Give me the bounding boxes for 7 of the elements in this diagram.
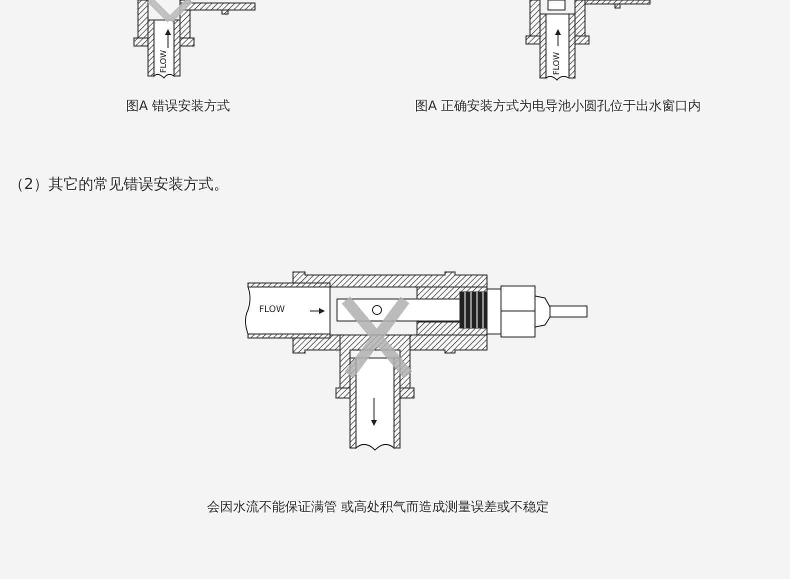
- flow-label: FLOW: [553, 52, 561, 75]
- flow-label: FLOW: [259, 306, 285, 315]
- figure-caption: 会因水流不能保证满管 或高处积气而造成测量误差或不稳定: [207, 501, 550, 514]
- figure-caption: 图A 错误安装方式: [126, 100, 230, 113]
- figure-caption: 图A 正确安装方式为电导池小圆孔位于出水窗口内: [415, 100, 702, 113]
- flow-label: FLOW: [160, 50, 168, 73]
- section-heading: （2）其它的常见错误安装方式。: [9, 177, 229, 192]
